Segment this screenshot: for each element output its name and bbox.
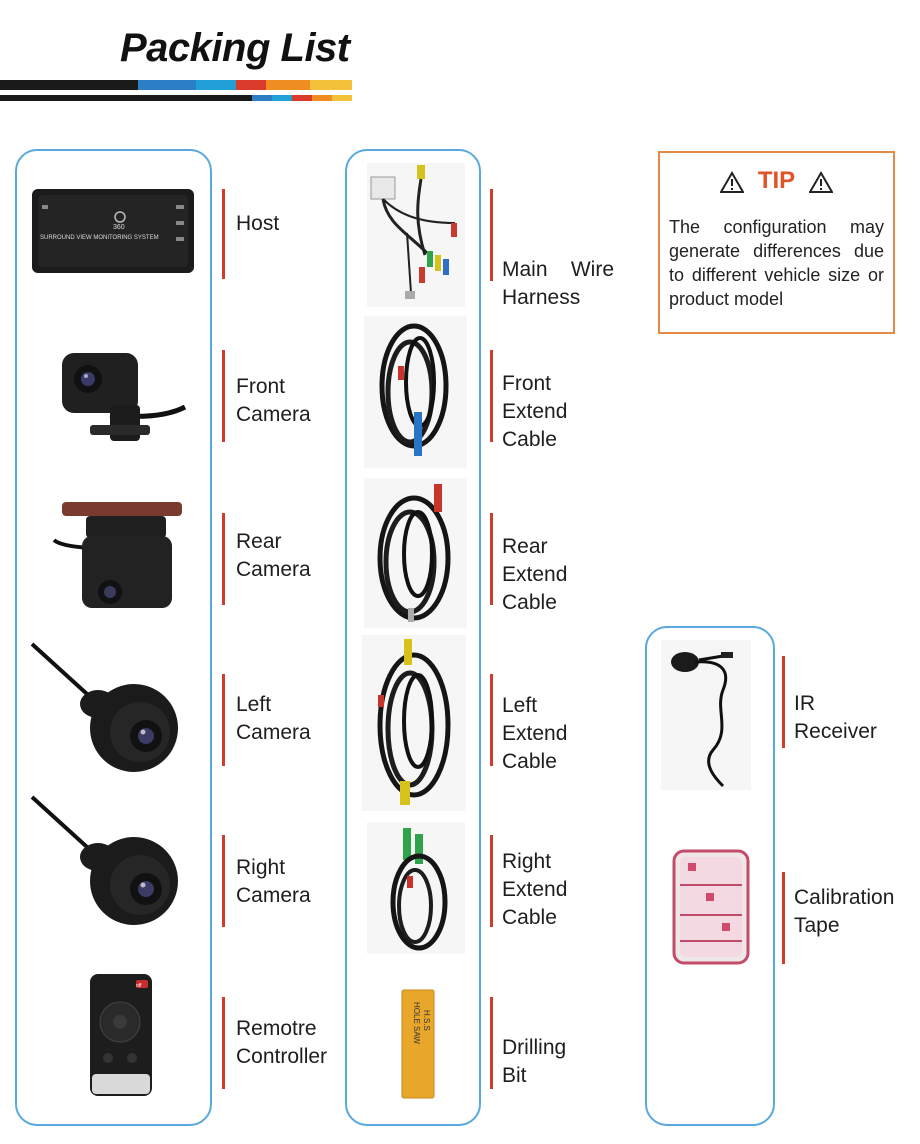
- host-model-label: SURROUND VIEW MONITORING SYSTEM: [40, 235, 159, 241]
- round-camera-icon: [30, 795, 178, 925]
- tip-heading: TIP: [660, 167, 893, 195]
- round-camera-icon: [30, 642, 178, 772]
- cable-icon: [362, 635, 466, 811]
- warning-icon: [809, 170, 834, 193]
- host-unit-icon: 360 SURROUND VIEW MONITORING SYSTEM: [32, 189, 194, 273]
- drill-label-1: HOLE SAW: [412, 1002, 421, 1044]
- camera-icon: [62, 353, 187, 441]
- drill-label-2: H.S.S: [422, 1010, 431, 1031]
- cable-icon: [367, 822, 465, 954]
- power-button-label: off: [136, 983, 142, 989]
- tip-box: TIP The configuration may generate diffe…: [658, 151, 895, 334]
- drill-bit-icon: HOLE SAW H.S.S: [401, 989, 435, 1099]
- wire-harness-icon: [367, 163, 465, 307]
- remote-icon: off: [90, 974, 152, 1096]
- tape-icon: [672, 849, 750, 965]
- camera-icon: [52, 502, 182, 608]
- host-model-number: 360: [113, 224, 125, 231]
- page-title: Packing List: [120, 26, 350, 70]
- panel-cameras: [15, 149, 212, 1126]
- item-label: Host: [236, 212, 280, 235]
- tip-title: TIP: [757, 167, 796, 194]
- tip-text: The configuration may generate differenc…: [669, 217, 884, 309]
- item-label: IR Receiver: [794, 692, 877, 743]
- item-label: Drilling Bit: [502, 1036, 567, 1087]
- cable-icon: [364, 316, 467, 468]
- warning-icon: [719, 170, 744, 193]
- cable-icon: [364, 478, 467, 628]
- ir-receiver-icon: [661, 640, 751, 790]
